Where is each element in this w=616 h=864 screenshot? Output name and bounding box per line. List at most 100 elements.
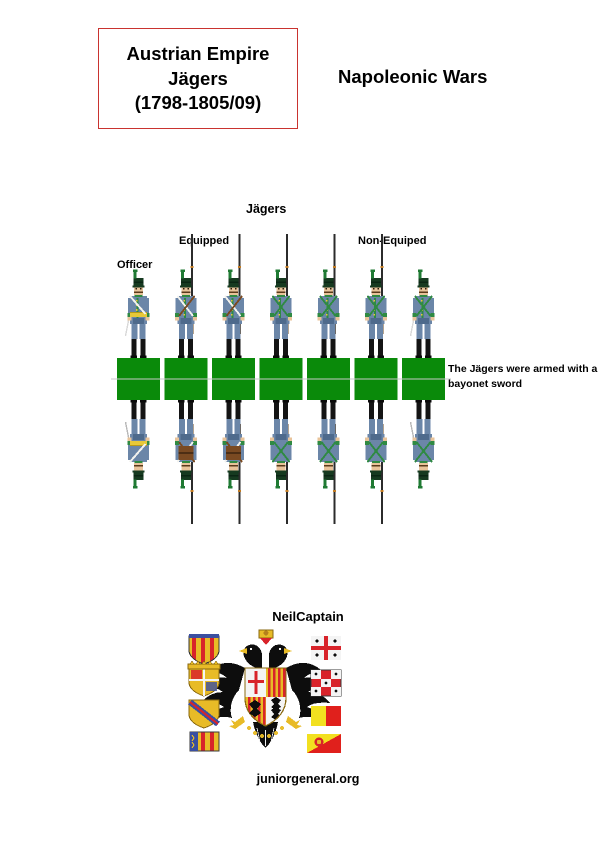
collar — [419, 460, 428, 464]
musket — [286, 400, 288, 524]
shako-band — [133, 281, 144, 284]
breech-left — [226, 419, 233, 436]
figure-front-5 — [317, 234, 340, 358]
crossbelt-b — [273, 295, 291, 317]
crossbelt-b — [320, 295, 338, 317]
coat — [272, 296, 290, 322]
shako-plume — [323, 479, 327, 487]
hand-left — [175, 317, 179, 321]
musket — [333, 400, 336, 524]
breech-waist — [226, 320, 241, 324]
cuff-right — [145, 441, 150, 445]
crossbelt-a — [319, 441, 337, 463]
musket-stock — [237, 312, 242, 334]
shako-band — [418, 281, 429, 284]
arm-right — [193, 440, 197, 460]
shako — [133, 471, 144, 480]
arm-right — [145, 440, 150, 460]
boot-right — [187, 338, 193, 358]
breech-right — [282, 419, 289, 436]
shoe-left — [178, 400, 185, 403]
hand-left — [270, 317, 274, 321]
shoe-right — [329, 355, 337, 358]
cuff-left — [175, 441, 179, 445]
hand-left — [412, 317, 417, 321]
backpack-strap — [226, 452, 241, 454]
moustache — [181, 464, 191, 467]
plume-tip — [370, 486, 375, 489]
shako-plume — [181, 271, 185, 279]
shako-band — [180, 474, 192, 477]
figure-3-front — [222, 234, 245, 358]
arm-right — [383, 298, 387, 318]
arm-left — [317, 298, 322, 318]
musket-lock — [285, 453, 289, 456]
boot-left — [274, 338, 280, 358]
figure-3-back — [222, 400, 245, 524]
title-line-2: Jägers — [168, 67, 228, 89]
shako-plume — [323, 271, 327, 279]
eye-left — [420, 288, 422, 290]
coat — [415, 296, 432, 322]
figure-back-7 — [409, 400, 435, 489]
boot-left — [274, 400, 280, 420]
shoe-right — [282, 400, 289, 403]
coat — [130, 296, 147, 322]
breech-waist — [321, 434, 336, 438]
shako-plume — [228, 479, 232, 487]
shoe-right — [187, 355, 194, 358]
musket-stock — [380, 424, 384, 446]
figure-front-1 — [124, 269, 150, 358]
arm-left — [365, 298, 369, 318]
hand-left — [222, 437, 227, 441]
coat-button — [278, 309, 280, 311]
eye-left — [373, 288, 375, 290]
coat-tail-left — [367, 318, 371, 324]
order-chain — [247, 726, 284, 738]
arm-right — [383, 440, 387, 460]
coat-tail-left — [320, 434, 324, 440]
shako-brim — [369, 285, 383, 288]
musket-lock — [190, 453, 194, 456]
head — [229, 286, 238, 295]
coat-tail-right — [143, 434, 147, 440]
crossbelt-b — [225, 441, 243, 463]
arm-left — [270, 298, 274, 318]
cuff-right — [383, 313, 387, 317]
cuff-right — [193, 441, 197, 445]
coat-tail-right — [191, 434, 195, 440]
cuff-right — [430, 441, 435, 445]
coat-tail-right — [381, 318, 385, 324]
musket — [238, 400, 241, 524]
musket-lock — [332, 302, 337, 305]
crossbelt-b — [415, 441, 433, 463]
credit-website: juniorgeneral.org — [256, 772, 360, 786]
arm-left — [317, 440, 322, 460]
eye-left — [183, 288, 185, 290]
boot-right — [425, 400, 431, 420]
arm-left — [175, 298, 179, 318]
coat-skirt — [367, 318, 385, 322]
coat-button — [325, 313, 328, 316]
coat — [320, 436, 337, 462]
coat-tail-right — [238, 434, 242, 440]
figure-back-5 — [317, 400, 340, 524]
boot-right — [282, 338, 288, 358]
shako-band — [323, 474, 334, 477]
plume-tip — [275, 486, 280, 489]
shoe-left — [225, 400, 233, 403]
shako-brim — [417, 470, 430, 473]
shako — [370, 471, 382, 480]
figure-base-6 — [348, 358, 404, 400]
base-block — [307, 358, 350, 400]
figure-7-front — [409, 269, 435, 358]
eagle-heads — [239, 647, 292, 654]
coat — [177, 296, 195, 322]
cuff-right — [335, 441, 340, 445]
shako-plume — [418, 479, 422, 487]
boot-left — [321, 338, 327, 358]
musket-stock — [285, 312, 289, 334]
head — [134, 463, 143, 472]
officer-sash — [129, 441, 148, 446]
shako-brim — [227, 285, 240, 288]
